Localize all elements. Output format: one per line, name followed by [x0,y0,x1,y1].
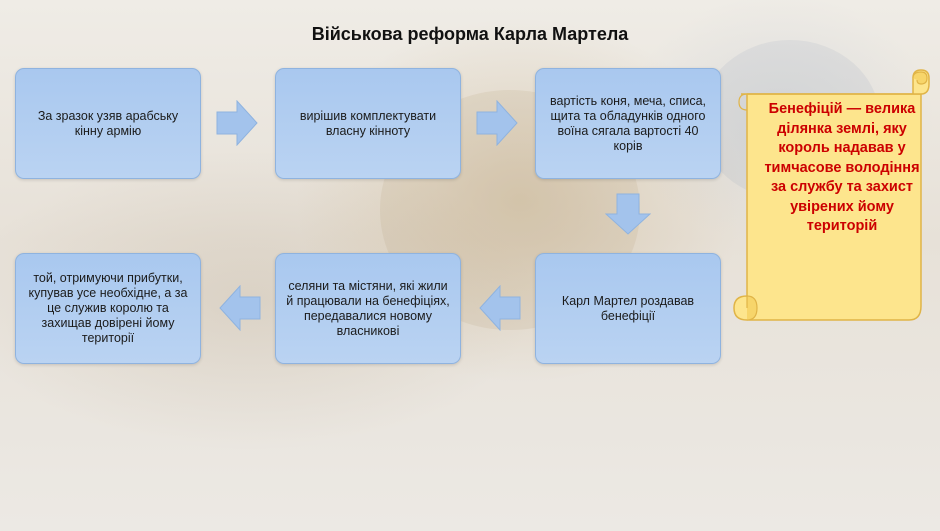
arrow-left-icon [479,285,521,331]
definition-scroll: Бенефіцій — велика ділянка землі, яку ко… [733,68,940,326]
arrow-down-icon [605,193,651,235]
definition-text: Бенефіцій — велика ділянка землі, яку ко… [764,101,920,234]
step-4-text: Карл Мартел роздавав бенефіції [561,293,695,323]
step-1-box: За зразок узяв арабську кінну армію [15,68,201,179]
step-3-text: вартість коня, меча, списа, щита та обла… [550,93,706,153]
step-5-box: селяни та містяни, які жили й працювали … [275,253,461,364]
arrow-right-icon [216,100,258,146]
step-3-box: вартість коня, меча, списа, щита та обла… [535,68,721,179]
arrow-left-icon [219,285,261,331]
step-6-text: той, отримуючи прибутки, купував усе нео… [28,271,188,345]
step-5-text: селяни та містяни, які жили й працювали … [286,278,450,338]
arrow-right-icon [476,100,518,146]
step-2-text: вирішив комплектувати власну кінноту [299,108,437,138]
step-1-text: За зразок узяв арабську кінну армію [37,108,179,138]
scroll-icon [733,69,930,321]
step-2-box: вирішив комплектувати власну кінноту [275,68,461,179]
step-6-box: той, отримуючи прибутки, купував усе нео… [15,253,201,364]
step-4-box: Карл Мартел роздавав бенефіції [535,253,721,364]
page-title: Військова реформа Карла Мартела [311,24,629,44]
